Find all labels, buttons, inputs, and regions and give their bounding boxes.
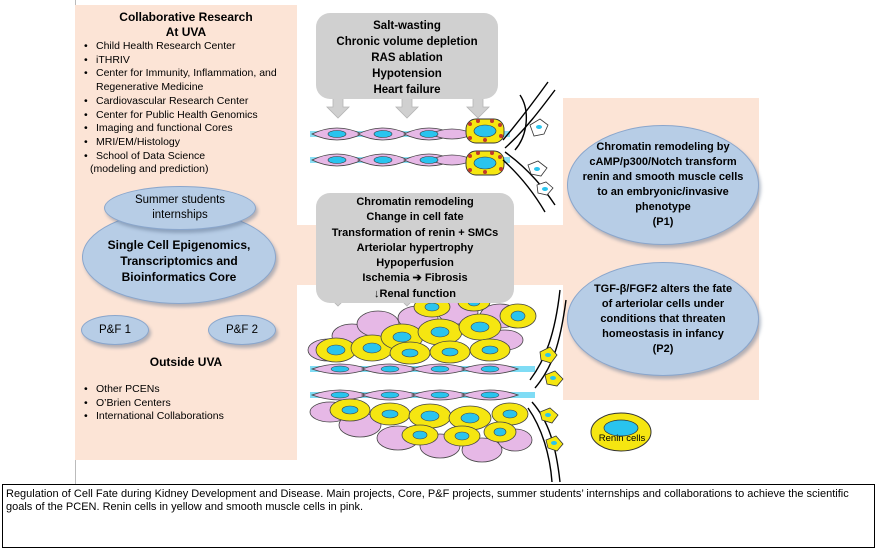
uva-title: Collaborative Research At UVA xyxy=(75,10,297,40)
core-line1: Single Cell Epigenomics, xyxy=(107,238,251,252)
outside-list: Other PCENs O’Brien Centers Internationa… xyxy=(84,383,289,424)
uva-title-line1: Collaborative Research xyxy=(119,10,253,24)
renin-cell-legend-shape xyxy=(590,412,652,452)
diseased-vessel-upper-cells xyxy=(307,292,537,365)
project-p2-ellipse: TGF-β/FGF2 alters the fate of arteriolar… xyxy=(567,262,759,376)
p2-line: of arteriolar cells under xyxy=(601,297,725,310)
diseased-vessel-lower-cells xyxy=(309,398,533,463)
uva-item: Child Health Research Center xyxy=(84,40,289,54)
outside-item: O’Brien Centers xyxy=(84,397,289,411)
uva-item: iTHRIV xyxy=(84,54,289,68)
stressor-line: Salt-wasting xyxy=(373,20,441,32)
mesangial-cells-bottom xyxy=(539,346,564,452)
uva-list: Child Health Research Center iTHRIV Cent… xyxy=(84,40,289,163)
diseased-vessel-lumen xyxy=(310,363,535,401)
p1-line: cAMP/p300/Notch transform xyxy=(589,156,737,168)
stressor-line: RAS ablation xyxy=(371,52,443,64)
down-arrow-icon: ↓ xyxy=(374,287,380,300)
pf1-ellipse: P&F 1 xyxy=(81,315,149,345)
core-line3: Bioinformatics Core xyxy=(121,270,237,284)
uva-title-line2: At UVA xyxy=(165,25,207,39)
project-p1-ellipse: Chromatin remodeling by cAMP/p300/Notch … xyxy=(567,125,759,245)
fibrosis-label: Fibrosis xyxy=(424,272,468,285)
summer-internships-ellipse: Summer students internships xyxy=(104,186,256,230)
renal-function-label: Renal function xyxy=(379,287,456,300)
mechanism-line: Arteriolar hypertrophy xyxy=(356,241,474,254)
healthy-vessel-top-layer xyxy=(310,127,510,141)
outside-item: International Collaborations xyxy=(84,410,289,424)
outside-item: Other PCENs xyxy=(84,383,289,397)
ischemia-label: Ischemia xyxy=(362,272,410,285)
data-science-note: (modeling and prediction) xyxy=(90,163,209,175)
top-arrows xyxy=(326,96,490,119)
figure-caption: Regulation of Cell Fate during Kidney De… xyxy=(2,484,875,548)
pf2-ellipse: P&F 2 xyxy=(208,315,276,345)
mechanism-line: Hypoperfusion xyxy=(376,257,454,270)
summer-line2: internships xyxy=(152,209,208,221)
p1-line: phenotype xyxy=(635,201,691,213)
glomerulus-top xyxy=(502,81,556,213)
p2-line: (P2) xyxy=(652,342,674,355)
p1-line: to an embryonic/invasive xyxy=(597,186,729,198)
pf1-label: P&F 1 xyxy=(99,324,131,336)
mechanism-line: Change in cell fate xyxy=(366,211,464,224)
renin-cells-legend-label: Renin cells xyxy=(598,433,646,444)
summer-line1: Summer students xyxy=(134,194,226,206)
uva-item: Imaging and functional Cores xyxy=(84,122,289,136)
pf2-label: P&F 2 xyxy=(226,324,258,336)
mechanism-line: Transformation of renin + SMCs xyxy=(331,226,499,239)
mechanisms-box: Chromatin remodeling Change in cell fate… xyxy=(316,193,514,303)
p2-line: conditions that threaten xyxy=(600,312,726,325)
p1-line: (P1) xyxy=(652,216,674,228)
healthy-renin-cells xyxy=(465,118,505,176)
uva-item: Center for Immunity, Inflammation, and R… xyxy=(84,67,289,94)
uva-item: Cardiovascular Research Center xyxy=(84,95,289,109)
p1-line: renin and smooth muscle cells xyxy=(582,171,744,183)
p2-line: TGF-β/FGF2 alters the fate xyxy=(593,282,733,295)
core-line2: Transcriptomics and xyxy=(120,254,238,268)
p2-line: homeostasis in infancy xyxy=(602,327,724,340)
ischemia-fibrosis-line: Ischemia ➔ Fibrosis xyxy=(316,271,514,286)
outside-title: Outside UVA xyxy=(149,355,223,369)
mesangial-cells-top xyxy=(527,118,554,196)
stressors-box: Salt-wasting Chronic volume depletion RA… xyxy=(316,13,498,99)
p1-line: Chromatin remodeling by xyxy=(596,141,730,153)
arteriole-illustration xyxy=(307,81,652,483)
uva-item: Center for Public Health Genomics xyxy=(84,109,289,123)
uva-item: School of Data Science xyxy=(84,150,289,164)
right-arrow-icon: ➔ xyxy=(412,272,422,285)
stressor-line: Chronic volume depletion xyxy=(336,36,478,48)
uva-item: MRI/EM/Histology xyxy=(84,136,289,150)
stressor-line: Hypotension xyxy=(372,68,442,80)
renal-function-line: ↓Renal function xyxy=(316,287,514,302)
mechanism-line: Chromatin remodeling xyxy=(356,196,474,208)
stressor-line: Heart failure xyxy=(373,84,441,96)
